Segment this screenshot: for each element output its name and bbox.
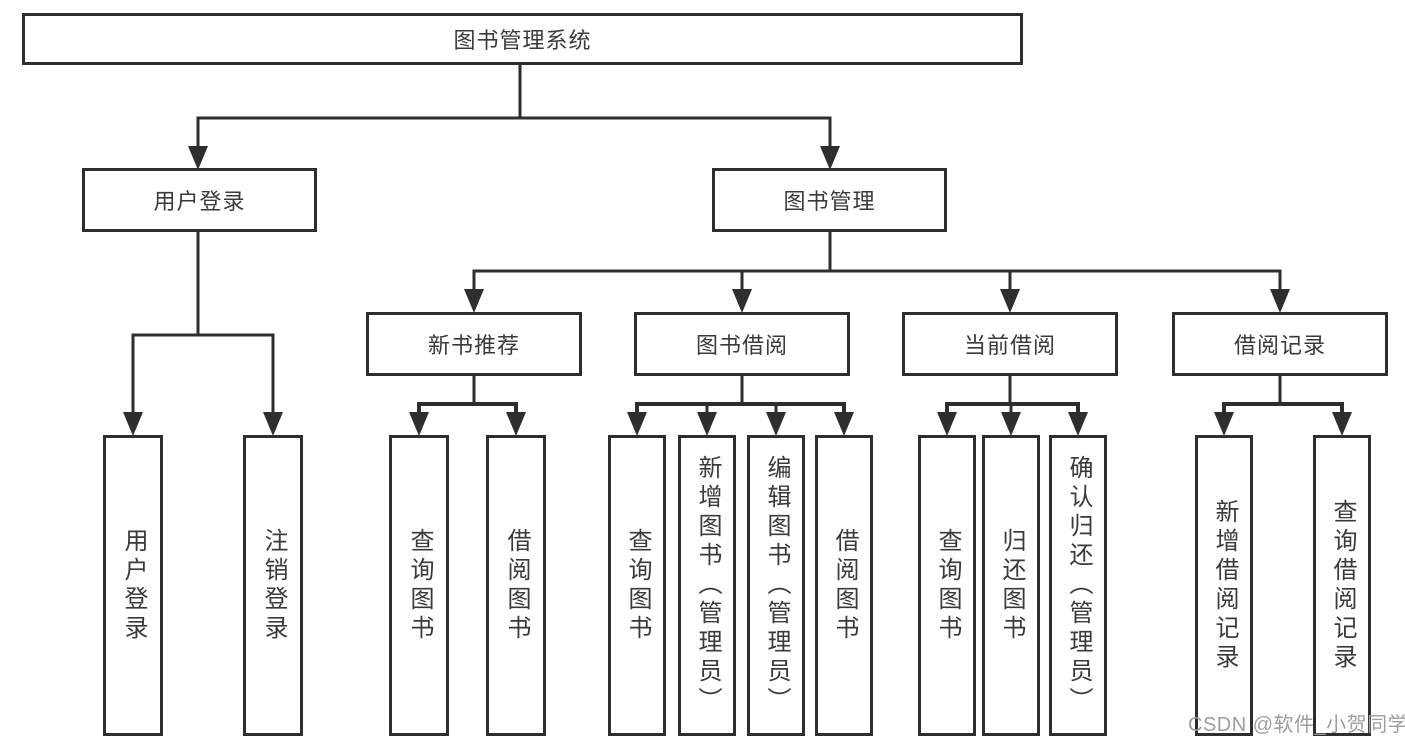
node-current-borrow-label: 当前借阅 [963, 333, 1056, 358]
leaf-add-borrow-record-label: 新增借阅记录 [1211, 498, 1238, 673]
node-book-borrow-label: 图书借阅 [695, 333, 788, 358]
leaf-edit-book-admin: 编辑图书（管理员） [747, 435, 805, 736]
watermark-text: CSDN @软件_小贺同学 [1188, 714, 1405, 736]
leaf-query-books-borrow-label: 查询图书 [624, 527, 651, 644]
node-book-management: 图书管理 [712, 168, 947, 232]
leaf-borrow-books-recommend: 借阅图书 [486, 435, 546, 736]
leaf-add-book-admin: 新增图书（管理员） [678, 435, 736, 736]
node-new-book-recommend: 新书推荐 [366, 312, 582, 376]
leaf-logout-login: 注销登录 [243, 435, 303, 736]
connector-borrow-records-children [1214, 376, 1352, 436]
leaf-query-books-borrow: 查询图书 [608, 435, 666, 736]
node-book-management-label: 图书管理 [783, 189, 876, 214]
leaf-query-books-recommend: 查询图书 [389, 435, 449, 736]
connector-root-to-level1 [188, 65, 840, 170]
leaf-borrow-books-label: 借阅图书 [831, 527, 858, 644]
leaf-confirm-return-admin-label: 确认归还（管理员） [1065, 455, 1092, 716]
leaf-query-borrow-record: 查询借阅记录 [1313, 435, 1371, 736]
leaf-user-login-label: 用户登录 [120, 527, 147, 644]
leaf-query-borrow-record-label: 查询借阅记录 [1329, 498, 1356, 673]
leaf-add-book-admin-label: 新增图书（管理员） [694, 455, 721, 716]
leaf-logout-login-label: 注销登录 [260, 527, 287, 644]
leaf-query-books-current: 查询图书 [918, 435, 976, 736]
leaf-user-login: 用户登录 [103, 435, 163, 736]
connector-user-login-children [123, 232, 283, 436]
node-borrow-records: 借阅记录 [1172, 312, 1388, 376]
node-root-label: 图书管理系统 [453, 28, 592, 53]
leaf-return-book-label: 归还图书 [998, 527, 1025, 644]
connector-book-management-branches [464, 232, 1290, 313]
leaf-confirm-return-admin: 确认归还（管理员） [1049, 435, 1107, 736]
leaf-query-books-recommend-label: 查询图书 [406, 527, 433, 644]
connector-new-book-recommend-children [409, 376, 526, 436]
leaf-borrow-books: 借阅图书 [815, 435, 873, 736]
node-borrow-records-label: 借阅记录 [1233, 333, 1326, 358]
node-user-login-label: 用户登录 [153, 189, 246, 214]
node-user-login: 用户登录 [82, 168, 317, 232]
node-book-borrow: 图书借阅 [634, 312, 850, 376]
leaf-borrow-books-recommend-label: 借阅图书 [503, 527, 530, 644]
node-new-book-recommend-label: 新书推荐 [427, 333, 520, 358]
leaf-edit-book-admin-label: 编辑图书（管理员） [763, 455, 790, 716]
leaf-query-books-current-label: 查询图书 [934, 527, 961, 644]
leaf-return-book: 归还图书 [982, 435, 1040, 736]
node-current-borrow: 当前借阅 [902, 312, 1118, 376]
connector-current-borrow-children [937, 376, 1088, 436]
node-root: 图书管理系统 [22, 13, 1023, 65]
connector-book-borrow-children [627, 376, 854, 436]
leaf-add-borrow-record: 新增借阅记录 [1195, 435, 1253, 736]
